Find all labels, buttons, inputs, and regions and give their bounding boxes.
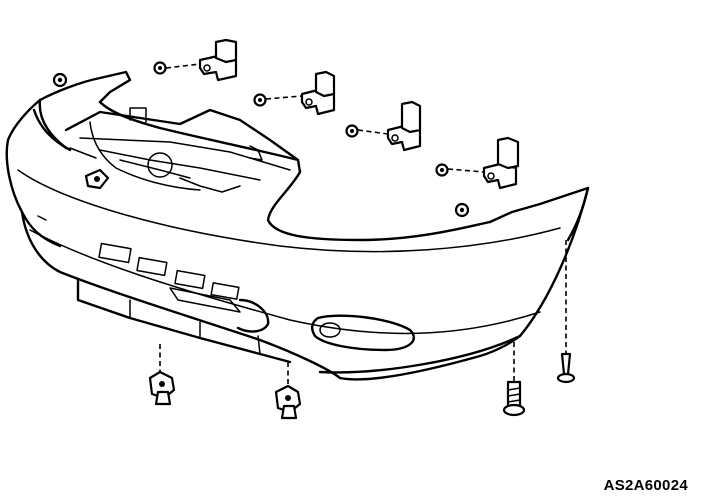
upper-bracket-4 xyxy=(482,136,520,190)
upper-grille-frame xyxy=(64,100,302,193)
upper-bracket-1 xyxy=(198,38,238,82)
lower-clip-right xyxy=(274,384,302,420)
flange-nut-4 xyxy=(435,163,449,177)
alignment-leaders xyxy=(159,63,567,388)
screw xyxy=(556,352,576,384)
lower-bolt xyxy=(502,380,526,417)
flange-nut-3 xyxy=(345,124,359,138)
upper-bracket-2 xyxy=(300,70,336,116)
flange-nut-2 xyxy=(253,93,267,107)
lower-clip-left xyxy=(148,370,176,406)
upper-bracket-3 xyxy=(386,100,422,152)
flange-nut-right-end xyxy=(454,202,470,218)
bumper-cover xyxy=(5,70,590,381)
flange-nut-left-end xyxy=(52,72,68,88)
figure-reference-code: AS2A60024 xyxy=(603,477,688,494)
push-clip-upper xyxy=(84,168,110,190)
flange-nut-1 xyxy=(153,61,167,75)
